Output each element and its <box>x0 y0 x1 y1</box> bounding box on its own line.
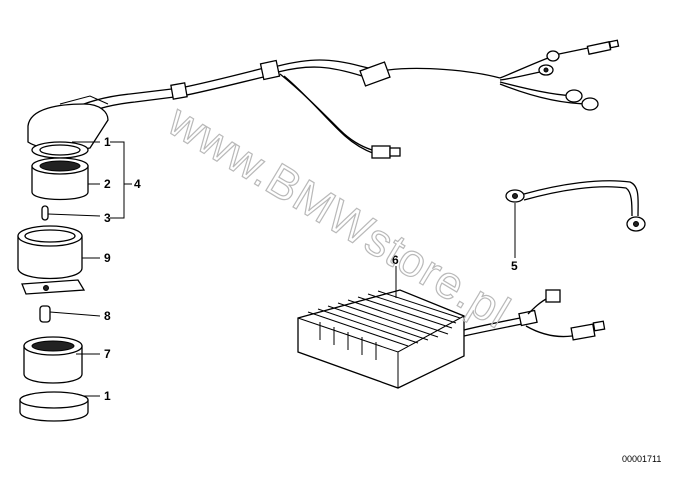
socket-housing <box>23 336 83 384</box>
callout-5: 5 <box>511 259 518 273</box>
contact-sleeve <box>39 305 51 323</box>
callout-1-bottom: 1 <box>104 389 111 403</box>
ground-cable <box>505 180 646 232</box>
callout-2: 2 <box>104 177 111 191</box>
bottom-seal-ring <box>19 391 89 422</box>
callout-4: 4 <box>134 177 141 191</box>
drawing-code: 00001711 <box>622 454 661 464</box>
callout-7: 7 <box>104 347 111 361</box>
callout-3: 3 <box>104 211 111 225</box>
voltage-regulator <box>297 289 606 389</box>
wiring-harness <box>69 39 620 159</box>
callout-8: 8 <box>104 309 111 323</box>
leader-lines <box>47 141 516 397</box>
seal-ring <box>31 141 89 159</box>
connector-housing <box>31 157 89 201</box>
callout-6: 6 <box>392 253 399 267</box>
callout-1-top: 1 <box>104 135 111 149</box>
mounting-clamp <box>17 225 86 295</box>
callout-9: 9 <box>104 251 111 265</box>
contact-pin <box>41 205 49 221</box>
